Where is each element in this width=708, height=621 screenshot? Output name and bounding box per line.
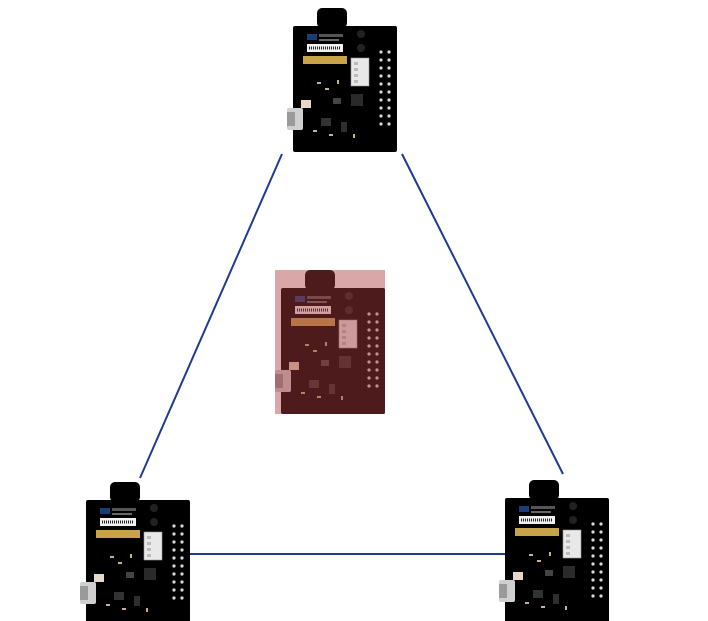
links: [139, 153, 564, 555]
node-center: [273, 268, 387, 416]
node-bottom-right: [497, 478, 611, 621]
node-top: [285, 6, 399, 154]
link-top-to-bottom-right: [401, 153, 564, 475]
link-top-to-bottom-left: [139, 153, 283, 479]
node-bottom-left: [78, 480, 192, 621]
node-center-tint: [275, 270, 385, 414]
